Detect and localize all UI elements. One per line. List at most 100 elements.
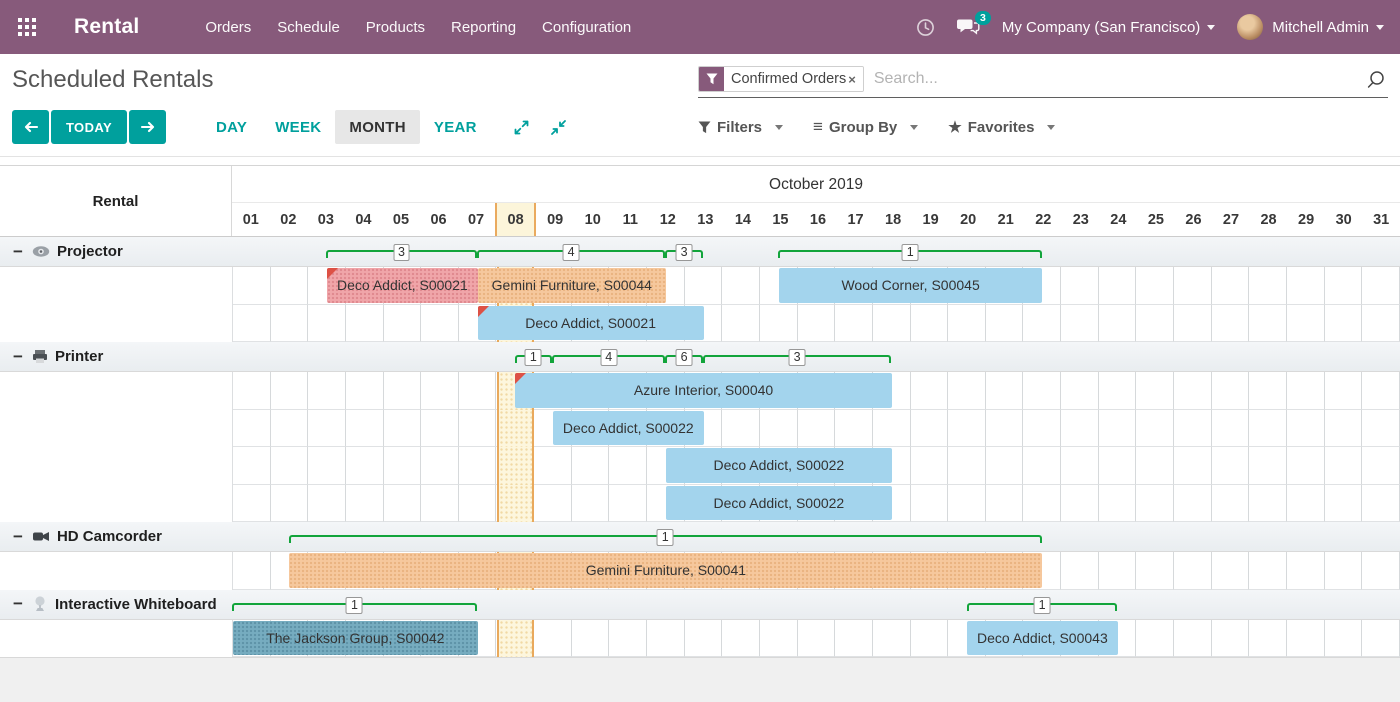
gantt-cell[interactable] — [722, 267, 760, 305]
gantt-cell[interactable] — [1249, 552, 1287, 590]
expand-rows-icon[interactable] — [513, 119, 530, 136]
gantt-cell[interactable] — [1023, 372, 1061, 410]
facet-remove-icon[interactable]: × — [848, 72, 856, 87]
gantt-cell[interactable] — [1362, 267, 1400, 305]
gantt-cell[interactable] — [1174, 372, 1212, 410]
gantt-cell[interactable] — [1099, 372, 1137, 410]
gantt-cell[interactable] — [1287, 372, 1325, 410]
gantt-cell[interactable] — [1061, 410, 1099, 448]
gantt-cell[interactable] — [1325, 372, 1363, 410]
gantt-cell[interactable] — [1362, 305, 1400, 343]
gantt-cell[interactable] — [1249, 372, 1287, 410]
view-button-year[interactable]: YEAR — [420, 110, 491, 144]
gantt-cell[interactable] — [948, 305, 986, 343]
search-input[interactable] — [864, 70, 1365, 88]
gantt-cell[interactable] — [1325, 410, 1363, 448]
gantt-cell[interactable] — [1099, 552, 1137, 590]
view-button-day[interactable]: DAY — [202, 110, 261, 144]
gantt-cell[interactable] — [1362, 372, 1400, 410]
activities-clock-icon[interactable] — [916, 18, 935, 37]
gantt-cell[interactable] — [346, 485, 384, 523]
today-button[interactable]: TODAY — [51, 110, 127, 144]
gantt-cell[interactable] — [835, 620, 873, 658]
gantt-cell[interactable] — [1287, 620, 1325, 658]
gantt-cell[interactable] — [798, 305, 836, 343]
gantt-cell[interactable] — [384, 305, 422, 343]
gantt-cell[interactable] — [647, 620, 685, 658]
gantt-cell[interactable] — [233, 267, 271, 305]
user-menu[interactable]: Mitchell Admin — [1237, 14, 1384, 40]
gantt-cell[interactable] — [1362, 485, 1400, 523]
gantt-cell[interactable] — [986, 372, 1024, 410]
nav-menu-products[interactable]: Products — [366, 19, 425, 36]
search-facet[interactable]: Confirmed Orders × — [698, 66, 864, 92]
app-title[interactable]: Rental — [74, 15, 139, 39]
gantt-cell[interactable] — [572, 447, 610, 485]
gantt-cell[interactable] — [1099, 305, 1137, 343]
gantt-cell[interactable] — [873, 620, 911, 658]
gantt-cell[interactable] — [346, 410, 384, 448]
group-by-dropdown[interactable]: ≡ Group By — [813, 119, 918, 136]
gantt-cell[interactable] — [1061, 305, 1099, 343]
gantt-cell[interactable] — [986, 305, 1024, 343]
gantt-cell[interactable] — [911, 485, 949, 523]
gantt-cell[interactable] — [346, 447, 384, 485]
gantt-cell[interactable] — [1174, 485, 1212, 523]
favorites-dropdown[interactable]: ★ Favorites — [948, 118, 1055, 136]
gantt-cell[interactable] — [911, 372, 949, 410]
gantt-cell[interactable] — [1325, 552, 1363, 590]
gantt-cell[interactable] — [233, 410, 271, 448]
gantt-cell[interactable] — [1061, 485, 1099, 523]
gantt-bar[interactable]: Deco Addict, S00022 — [666, 486, 892, 521]
gantt-cell[interactable] — [459, 372, 497, 410]
gantt-bar[interactable]: Azure Interior, S00040 — [515, 373, 891, 408]
gantt-cell[interactable] — [609, 620, 647, 658]
nav-menu-orders[interactable]: Orders — [205, 19, 251, 36]
gantt-cell[interactable] — [459, 485, 497, 523]
gantt-cell[interactable] — [722, 620, 760, 658]
gantt-cell[interactable] — [308, 372, 346, 410]
gantt-cell[interactable] — [1061, 552, 1099, 590]
gantt-cell[interactable] — [233, 552, 271, 590]
gantt-cell[interactable] — [271, 447, 309, 485]
gantt-cell[interactable] — [1362, 410, 1400, 448]
gantt-cell[interactable] — [873, 305, 911, 343]
gantt-cell[interactable] — [271, 410, 309, 448]
gantt-cell[interactable] — [308, 410, 346, 448]
gantt-cell[interactable] — [798, 410, 836, 448]
gantt-cell[interactable] — [948, 372, 986, 410]
gantt-bar[interactable]: Deco Addict, S00021 — [327, 268, 478, 303]
gantt-cell[interactable] — [1061, 267, 1099, 305]
gantt-cell[interactable] — [459, 447, 497, 485]
gantt-cell[interactable] — [421, 485, 459, 523]
gantt-cell[interactable] — [609, 485, 647, 523]
gantt-cell[interactable] — [1249, 485, 1287, 523]
gantt-cell[interactable] — [308, 305, 346, 343]
gantt-cell[interactable] — [1099, 410, 1137, 448]
collapse-group-button[interactable]: − — [13, 597, 23, 611]
gantt-cell[interactable] — [1249, 267, 1287, 305]
gantt-cell[interactable] — [384, 447, 422, 485]
gantt-cell[interactable] — [1249, 447, 1287, 485]
gantt-cell[interactable] — [1136, 447, 1174, 485]
gantt-cell[interactable] — [1136, 372, 1174, 410]
gantt-bar[interactable]: Deco Addict, S00021 — [478, 306, 704, 341]
gantt-cell[interactable] — [1362, 447, 1400, 485]
gantt-cell[interactable] — [1136, 552, 1174, 590]
gantt-cell[interactable] — [1023, 447, 1061, 485]
gantt-cell[interactable] — [271, 485, 309, 523]
gantt-cell[interactable] — [1174, 620, 1212, 658]
gantt-cell[interactable] — [1212, 410, 1250, 448]
gantt-cell[interactable] — [1136, 267, 1174, 305]
collapse-rows-icon[interactable] — [550, 119, 567, 136]
gantt-cell[interactable] — [1174, 552, 1212, 590]
gantt-cell[interactable] — [798, 620, 836, 658]
gantt-cell[interactable] — [1325, 267, 1363, 305]
view-button-week[interactable]: WEEK — [261, 110, 335, 144]
company-switcher[interactable]: My Company (San Francisco) — [1002, 19, 1215, 36]
gantt-cell[interactable] — [1023, 410, 1061, 448]
nav-menu-reporting[interactable]: Reporting — [451, 19, 516, 36]
gantt-cell[interactable] — [1212, 485, 1250, 523]
search-icon[interactable] — [1365, 69, 1388, 90]
next-arrow-button[interactable] — [129, 110, 166, 144]
